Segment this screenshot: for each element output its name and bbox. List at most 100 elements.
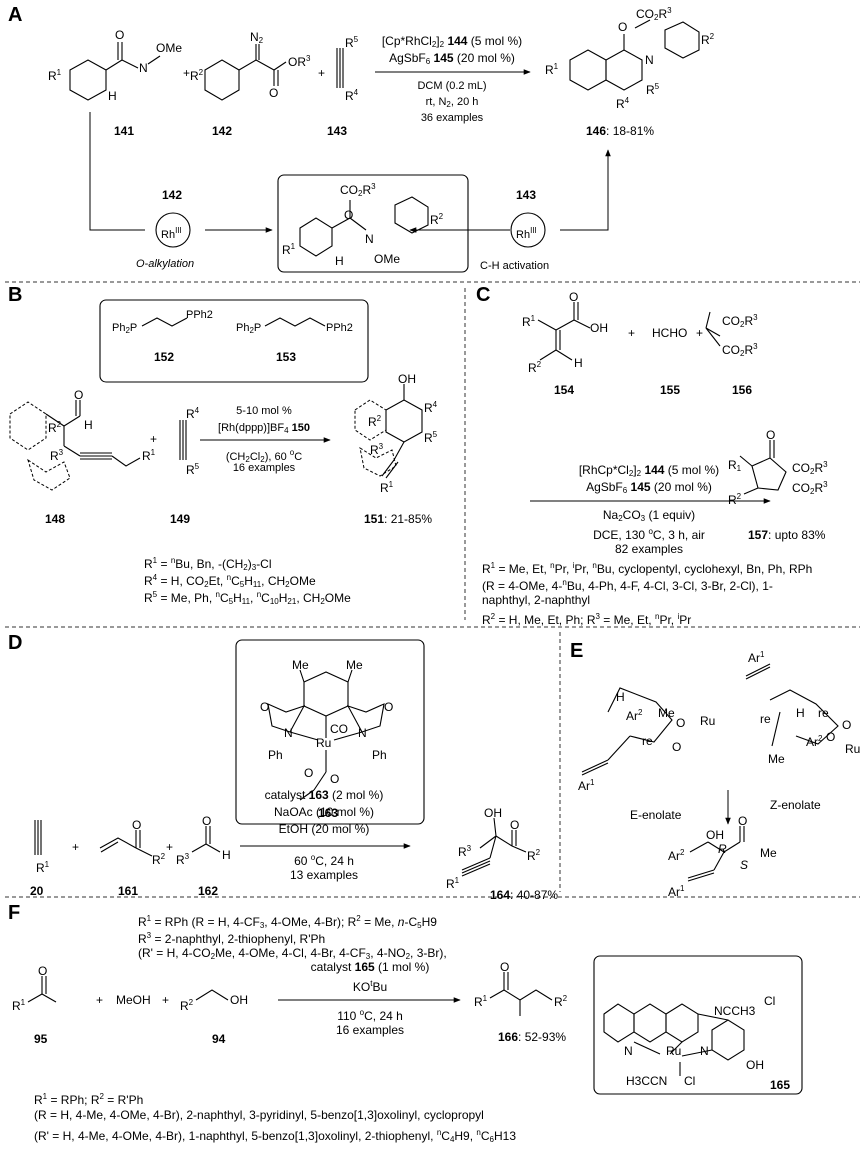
r2-label-148: R2 <box>48 420 62 435</box>
b-substituent-r4: R4 = H, CO2Et, nC5H11, CH2OMe <box>144 573 316 589</box>
r4-label-143: R4 <box>345 88 359 103</box>
plus-c1: + <box>628 326 636 340</box>
e-enolate-label: E-enolate <box>630 808 682 822</box>
compound-152: 152 <box>154 350 175 364</box>
s-label-e-product: S <box>740 858 749 872</box>
d-substituent-r3: R3 = 2-naphthyl, 2-thiophenyl, R'Ph <box>138 931 326 946</box>
o-label-154: O <box>569 290 579 304</box>
f-substituent-rp: (R' = H, 4-Me, 4-OMe, 4-Br), 1-naphthyl,… <box>34 1128 516 1144</box>
r1-label-146: R1 <box>545 62 559 77</box>
r-label-e-product: R <box>718 842 727 856</box>
structure-149 <box>179 420 187 460</box>
ar1-label-e: Ar1 <box>578 778 595 793</box>
compound-165: 165 <box>770 1078 791 1092</box>
oh-label-151: OH <box>398 372 416 386</box>
r1-label-151: R1 <box>380 480 394 495</box>
h-label-154: H <box>574 356 583 370</box>
r2-label-94: R2 <box>180 998 194 1013</box>
o-label-z-a: O <box>842 718 852 732</box>
o-label-z-b: O <box>826 730 836 744</box>
o-label-e-product: O <box>738 814 748 828</box>
plus-1: + <box>183 66 191 80</box>
ligand-153 <box>264 317 326 327</box>
o-label-intermediate: O <box>344 208 354 222</box>
b-substituent-r5: R5 = Me, Ph, nC5H11, nC10H21, CH2OMe <box>144 590 351 606</box>
o-label-166: O <box>500 960 510 974</box>
plus-f1: + <box>96 993 104 1007</box>
compound-163: 163 <box>318 806 339 820</box>
ph-label-163-b: Ph <box>372 748 387 762</box>
ligand-box <box>99 299 369 383</box>
r1-label-intermediate: R1 <box>282 242 296 257</box>
ph2p-label-153: Ph2P <box>236 322 262 335</box>
cycle-icon-right <box>510 212 546 248</box>
structure-154 <box>537 302 591 361</box>
ncch3-label-165: NCCH3 <box>714 1004 756 1018</box>
structure-164 <box>461 817 527 877</box>
o-label-e-b: O <box>672 740 682 754</box>
compound-156: 156 <box>732 383 753 397</box>
c-substituent-r1-a: R1 = Me, Et, nPr, iPr, nBu, cyclopentyl,… <box>482 561 813 576</box>
structure-148 <box>9 400 141 491</box>
structure-intermediate <box>299 196 429 257</box>
r2-label-146: R2 <box>701 32 715 47</box>
a-cond-3: DCM (0.2 mL) <box>417 80 487 92</box>
ru-label-165: Ru <box>666 1044 682 1058</box>
d-substituent-r1: R1 = RPh (R = H, 4-CF3, 4-OMe, 4-Br); R2… <box>138 914 437 930</box>
r4-label-151: R4 <box>424 400 438 415</box>
r5-label-149: R5 <box>186 462 200 477</box>
ar1-label-e-product: Ar1 <box>668 884 685 899</box>
meoh-label: MeOH <box>116 993 151 1007</box>
b-cond-1: 5-10 mol % <box>236 405 292 417</box>
panel-label-f: F <box>8 902 21 924</box>
oh-label-164: OH <box>484 806 502 820</box>
h-label-intermediate: H <box>335 254 344 268</box>
ar2-label-e-product: Ar2 <box>668 848 685 863</box>
plus-d1: + <box>72 840 80 854</box>
ph-label-163-a: Ph <box>268 748 283 762</box>
cycle-icon-left <box>155 212 191 248</box>
a-cond-4: rt, N2, 20 h <box>425 96 479 109</box>
o-alkylation-label: O-alkylation <box>136 258 195 270</box>
structure-163 <box>267 669 385 801</box>
structure-162 <box>191 826 221 853</box>
ar2-label-e: Ar2 <box>626 708 643 723</box>
d-substituent-rp: (R' = H, 4-CO2Me, 4-OMe, 4-Cl, 4-Br, 4-C… <box>138 946 447 961</box>
compound-154: 154 <box>554 383 575 397</box>
r1-label-157: R1 <box>728 458 742 473</box>
structure-157 <box>739 440 787 495</box>
r2-label-151: R2 <box>368 414 382 429</box>
co2r3-label-157-a: CO2R3 <box>792 460 828 476</box>
compound-95: 95 <box>34 1032 48 1046</box>
hcho-label: HCHO <box>652 326 688 340</box>
panel-label-c: C <box>476 284 491 306</box>
yield-146: 146: 18-81% <box>586 124 655 138</box>
n-label-intermediate: N <box>365 232 374 246</box>
r5-label-151: R5 <box>424 430 438 445</box>
r1-label-164: R1 <box>446 876 460 891</box>
c-substituent-r1-c: naphthyl, 2-naphthyl <box>482 593 591 607</box>
o-label-146: O <box>618 20 628 34</box>
ome-label-intermediate: OMe <box>374 252 401 266</box>
re-label-z-a: re <box>760 712 771 726</box>
b-cond-3: (CH2Cl2), 60 oC <box>225 448 303 464</box>
co2r3-label-156-b: CO2R3 <box>722 342 758 358</box>
structure-e-product <box>687 826 745 882</box>
a-cond-1: [Cp*RhCl2]2 144 (5 mol %) <box>381 34 523 49</box>
compound-161: 161 <box>118 884 139 898</box>
structure-165 <box>603 1003 745 1076</box>
ph2p-label-152: Ph2P <box>112 322 138 335</box>
cl-counterion-label-165: Cl <box>764 994 776 1008</box>
n-label-165-a: N <box>624 1044 633 1058</box>
r3-label-151: R3 <box>370 442 384 457</box>
r1-label-154: R1 <box>522 314 536 329</box>
co-label-163: CO <box>330 722 348 736</box>
c-cond-3: Na2CO3 (1 equiv) <box>602 508 696 523</box>
o-label-163-d: O <box>330 772 340 786</box>
plus-b: + <box>150 432 158 446</box>
o-label-163-c: O <box>304 766 314 780</box>
compound-141: 141 <box>114 124 135 138</box>
compound-142: 142 <box>212 124 233 138</box>
yield-151: 151: 21-85% <box>364 512 433 526</box>
c-cond-1: [RhCp*Cl2]2 144 (5 mol %) <box>578 463 720 478</box>
